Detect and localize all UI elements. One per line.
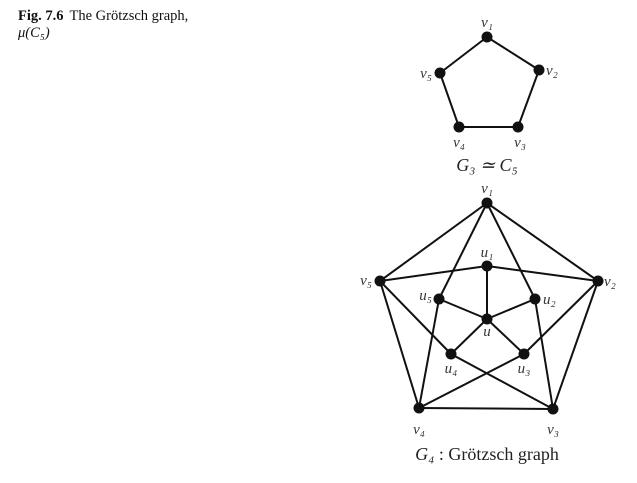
g4-label-v2: v₂ xyxy=(604,274,616,290)
g4-label-u: u xyxy=(483,324,491,340)
g4-edge-v3-u4 xyxy=(450,353,554,410)
g4-vertex-u1 xyxy=(481,260,493,272)
g4-edge-v1-v2 xyxy=(486,202,599,282)
g4-edge-u-u2 xyxy=(486,298,536,320)
g3-vertex-v4 xyxy=(453,121,465,133)
g4-edge-v2-u1 xyxy=(486,265,599,282)
g4-label-u3: u₃ xyxy=(518,361,531,377)
g4-label-v1: v₁ xyxy=(481,181,493,197)
g3-edge-v5-v1 xyxy=(439,36,488,74)
g4-edge-v3-v4 xyxy=(418,407,554,410)
g3-edge-v2-v3 xyxy=(517,69,540,128)
g4-vertex-v1 xyxy=(481,197,493,209)
g4-vertex-u5 xyxy=(433,293,445,305)
g4-edge-v3-u2 xyxy=(534,298,554,410)
g4-label-u5: u₅ xyxy=(419,288,432,304)
g4-edge-v4-u3 xyxy=(418,353,525,409)
g4-edge-u-u5 xyxy=(438,298,488,320)
g4-edge-v2-u3 xyxy=(523,280,599,355)
g3-label-v5: v₅ xyxy=(420,66,432,82)
g4-edge-v2-v3 xyxy=(552,280,599,410)
g3-vertex-v5 xyxy=(434,67,446,79)
g4-vertex-u4 xyxy=(445,348,457,360)
g4-edge-v1-u2 xyxy=(486,202,536,300)
graph-g3: v₁ v₂ v₃ v₄ v₅ xyxy=(420,15,558,151)
g4-vertex-v2 xyxy=(592,275,604,287)
g4-vertex-u3 xyxy=(518,348,530,360)
g4-label-v3: v₃ xyxy=(547,422,559,438)
g3-label-v2: v₂ xyxy=(546,63,558,79)
g3-vertex-v1 xyxy=(481,31,493,43)
g4-title: G₄ : Grötzsch graph xyxy=(415,444,559,464)
g3-edge-v1-v2 xyxy=(486,36,540,71)
g3-label-v3: v₃ xyxy=(514,135,526,151)
g4-edge-v1-u5 xyxy=(438,202,488,300)
g3-title: G₃ ≃ C₅ xyxy=(456,155,518,175)
figure-caption: Fig. 7.6 The Grötzsch graph, μ(C₅) xyxy=(18,8,218,42)
figure-number: Fig. 7.6 xyxy=(18,8,64,24)
g4-edge-v5-u4 xyxy=(379,280,452,355)
g4-edge-v5-v1 xyxy=(379,202,488,282)
caption-text: The Grötzsch graph, xyxy=(69,8,189,24)
g4-edge-u-u3 xyxy=(486,318,525,355)
g4-vertex-u xyxy=(481,313,493,325)
g4-label-v4: v₄ xyxy=(413,422,425,438)
g3-vertex-v2 xyxy=(533,64,545,76)
g4-edge-v4-v5 xyxy=(379,280,420,409)
g4-edge-v5-u1 xyxy=(379,265,488,282)
g4-vertex-v5 xyxy=(374,275,386,287)
g4-vertex-v3 xyxy=(547,403,559,415)
caption-line2: μ(C₅) xyxy=(18,25,50,41)
g3-label-v1: v₁ xyxy=(481,15,493,31)
g4-label-u2: u₂ xyxy=(543,292,556,308)
g4-label-u1: u₁ xyxy=(481,245,494,261)
graph-g4: v₁ v₂ v₃ v₄ v₅ u₁ u₂ u₃ u₄ u₅ u xyxy=(360,181,616,438)
g3-edge-v4-v5 xyxy=(439,72,460,128)
g4-edge-u-u4 xyxy=(450,318,488,355)
g4-label-v5: v₅ xyxy=(360,273,372,289)
g3-vertex-v3 xyxy=(512,121,524,133)
g4-edge-v4-u5 xyxy=(418,298,440,409)
g3-label-v4: v₄ xyxy=(453,135,465,151)
g4-vertex-u2 xyxy=(529,293,541,305)
g4-label-u4: u₄ xyxy=(445,361,458,377)
g4-vertex-v4 xyxy=(413,402,425,414)
